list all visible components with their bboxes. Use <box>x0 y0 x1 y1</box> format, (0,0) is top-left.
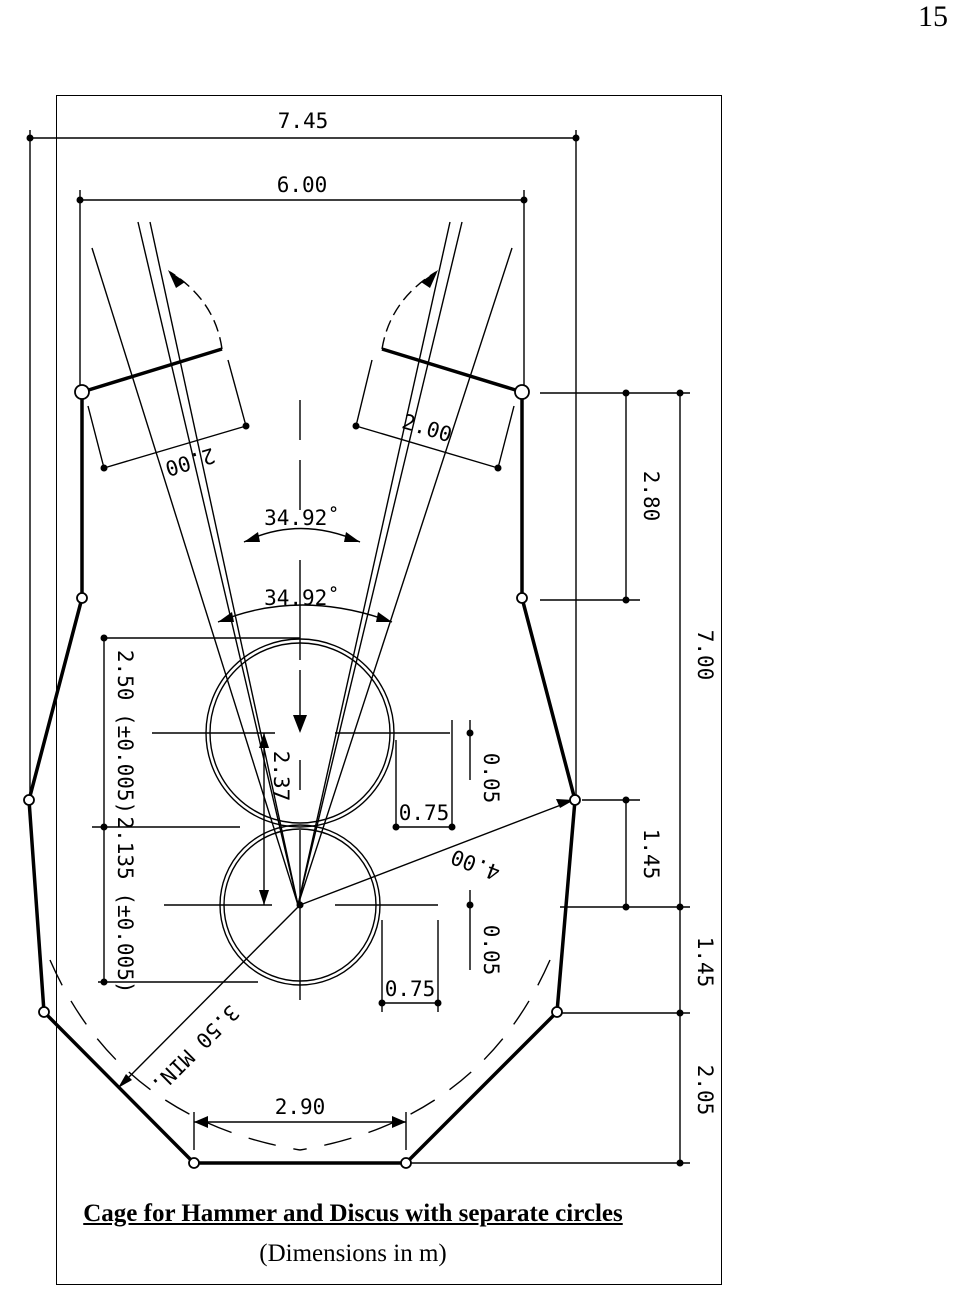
centerlines <box>92 400 450 1000</box>
post-markers <box>23 384 581 1169</box>
gate-swing-arcs <box>169 271 437 350</box>
label-offset-upper: 0.75 <box>399 801 450 825</box>
label-side-lower: 1.45 <box>693 937 717 988</box>
dimension-dots <box>26 134 684 1167</box>
label-side-middle: 1.45 <box>639 829 663 880</box>
label-total-width: 7.45 <box>278 109 329 133</box>
label-gap-lower: 0.05 <box>479 925 503 976</box>
label-side-bottom: 2.05 <box>693 1065 717 1116</box>
label-circle-offset: 2.37 <box>269 751 293 802</box>
label-back-width: 2.90 <box>275 1095 326 1119</box>
label-angle-upper: 34.92˚ <box>264 506 340 530</box>
cage-outline <box>27 392 577 1165</box>
label-side-upper: 2.80 <box>639 471 663 522</box>
arrowheads <box>118 532 574 1128</box>
label-offset-lower: 0.75 <box>385 977 436 1001</box>
label-circle-spacing-a: 2.50 (±0.005) <box>113 650 137 814</box>
dashed-arcs <box>49 959 551 1151</box>
dimension-labels: 7.45 6.00 2.00 2.00 34.92˚ 34.92˚ 2.80 7… <box>113 109 717 1119</box>
label-angle-lower: 34.92˚ <box>264 586 340 610</box>
page-number: 15 <box>918 0 948 33</box>
label-opening-width: 6.00 <box>277 173 328 197</box>
gate-arrowheads <box>168 270 438 288</box>
label-radius-min: 3.50 MIN. <box>146 1000 243 1097</box>
label-circle-spacing-b: 2.135 (±0.005) <box>113 816 137 993</box>
caption-title: Cage for Hammer and Discus with separate… <box>83 1200 623 1227</box>
caption-subtitle: (Dimensions in m) <box>259 1240 447 1267</box>
label-total-depth: 7.00 <box>693 630 717 681</box>
label-gap-upper: 0.05 <box>479 753 503 804</box>
gate-panels <box>81 347 523 394</box>
label-radius-outer: 4.00 <box>448 844 504 885</box>
